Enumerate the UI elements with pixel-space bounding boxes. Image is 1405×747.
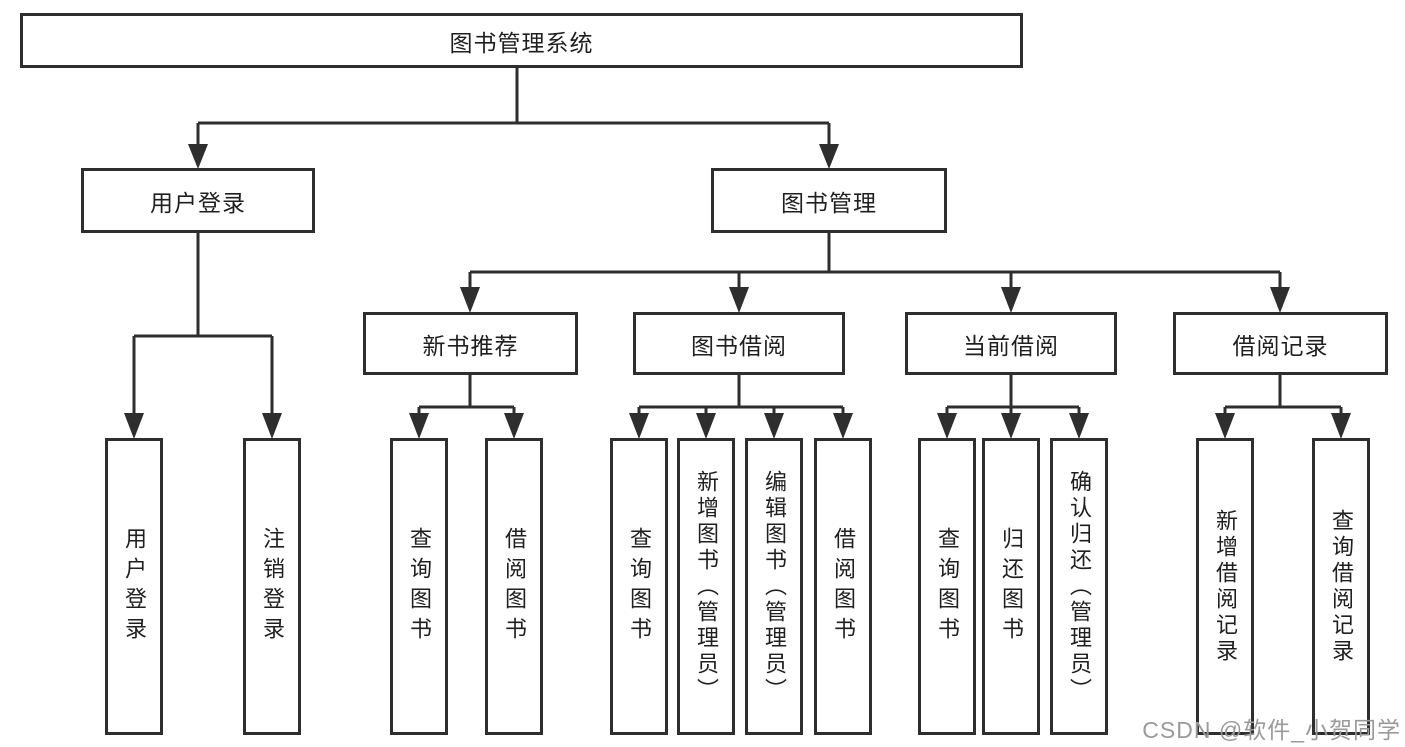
node-label: 新书推荐: [422, 332, 519, 359]
leaf-edit-book-admin: 编辑图书（管理员）: [745, 438, 803, 735]
node-label: 图书管理: [781, 189, 877, 216]
leaf-label: 查询图书: [627, 526, 652, 647]
leaf-label: 新增图书（管理员）: [694, 469, 719, 704]
arrow-down-icon: [124, 413, 144, 439]
arrow-down-icon: [1069, 413, 1089, 439]
arrow-down-icon: [1270, 287, 1290, 313]
leaf-confirm-return-admin: 确认归还（管理员）: [1050, 438, 1108, 735]
leaf-borrow-books-recommend: 借阅图书: [485, 438, 543, 735]
arrow-down-icon: [833, 413, 853, 439]
arrow-down-icon: [629, 413, 649, 439]
arrow-down-icon: [460, 287, 480, 313]
arrow-down-icon: [504, 413, 524, 439]
leaf-label: 查询图书: [407, 526, 432, 647]
node-label: 当前借阅: [963, 332, 1059, 359]
arrow-down-icon: [188, 144, 208, 169]
root-label: 图书管理系统: [449, 29, 594, 56]
node-borrow-records: 借阅记录: [1173, 312, 1388, 375]
node-label: 借阅记录: [1232, 332, 1329, 359]
leaf-label: 用户登录: [122, 526, 147, 647]
arrow-down-icon: [819, 144, 839, 169]
arrow-down-icon: [262, 413, 282, 439]
node-root: 图书管理系统: [20, 13, 1023, 68]
arrow-down-icon: [729, 287, 749, 313]
leaf-label: 查询图书: [935, 526, 960, 647]
node-current-borrow: 当前借阅: [905, 312, 1117, 375]
node-book-management: 图书管理: [711, 168, 947, 233]
leaf-label: 借阅图书: [831, 526, 856, 647]
arrow-down-icon: [764, 413, 784, 439]
arrow-down-icon: [1331, 413, 1351, 439]
leaf-query-books-borrow: 查询图书: [610, 438, 668, 735]
connector-paths: [132, 67, 1343, 434]
arrow-down-icon: [1001, 413, 1021, 439]
leaf-label: 新增借阅记录: [1213, 508, 1238, 665]
node-label: 用户登录: [150, 189, 246, 216]
arrow-down-icon: [937, 413, 957, 439]
leaf-return-book: 归还图书: [982, 438, 1040, 735]
node-label: 图书借阅: [691, 332, 787, 359]
leaf-label: 查询借阅记录: [1329, 508, 1354, 665]
arrow-down-icon: [696, 413, 716, 439]
node-user-login: 用户登录: [81, 168, 315, 233]
node-book-borrow: 图书借阅: [633, 312, 845, 375]
leaf-label: 注销登录: [260, 526, 285, 647]
leaf-query-borrow-record: 查询借阅记录: [1312, 438, 1370, 735]
leaf-label: 借阅图书: [502, 526, 527, 647]
leaf-user-login: 用户登录: [105, 438, 163, 735]
leaf-query-books-current: 查询图书: [918, 438, 976, 735]
csdn-watermark: CSDN @软件_小贺同学: [1142, 717, 1401, 743]
arrow-down-icon: [409, 413, 429, 439]
leaf-query-books-recommend: 查询图书: [390, 438, 448, 735]
node-new-book-recommend: 新书推荐: [363, 312, 578, 375]
leaf-label: 归还图书: [999, 526, 1024, 647]
arrow-down-icon: [1001, 287, 1021, 313]
leaf-label: 编辑图书（管理员）: [762, 469, 787, 704]
leaf-add-book-admin: 新增图书（管理员）: [677, 438, 735, 735]
leaf-logout: 注销登录: [243, 438, 301, 735]
arrow-down-icon: [1215, 413, 1235, 439]
leaf-borrow-book: 借阅图书: [814, 438, 872, 735]
leaf-add-borrow-record: 新增借阅记录: [1196, 438, 1254, 735]
leaf-label: 确认归还（管理员）: [1067, 469, 1092, 704]
